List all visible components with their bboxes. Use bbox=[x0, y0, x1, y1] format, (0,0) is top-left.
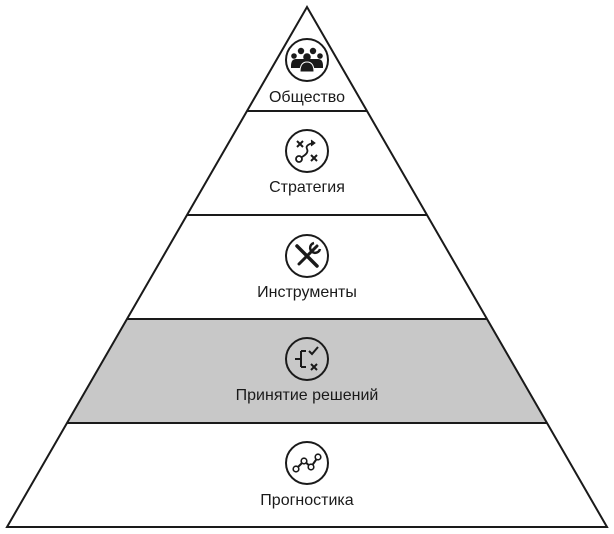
trend-line-icon bbox=[285, 441, 329, 485]
strategy-play-icon bbox=[285, 129, 329, 173]
pyramid-level-forecasting: Прогностика bbox=[7, 423, 607, 527]
level-band bbox=[7, 423, 607, 527]
pyramid-level-strategy: Стратегия bbox=[187, 111, 427, 215]
pyramid-outline bbox=[5, 4, 609, 528]
level-label-strategy: Стратегия bbox=[269, 179, 345, 196]
level-label-decision-making: Принятие решений bbox=[236, 387, 379, 404]
level-band-highlighted bbox=[67, 319, 547, 423]
tools-icon bbox=[285, 234, 329, 278]
level-label-society: Общество bbox=[269, 89, 345, 106]
decision-branch-icon bbox=[285, 337, 329, 381]
level-band bbox=[187, 111, 427, 215]
level-label-tools: Инструменты bbox=[257, 284, 357, 301]
pyramid-level-decision-making: Принятие решений bbox=[67, 319, 547, 423]
level-label-forecasting: Прогностика bbox=[260, 492, 353, 509]
pyramid-level-tools: Инструменты bbox=[127, 215, 487, 319]
level-band bbox=[127, 215, 487, 319]
people-group-icon bbox=[285, 38, 329, 82]
pyramid-level-society: Общество bbox=[247, 7, 367, 111]
